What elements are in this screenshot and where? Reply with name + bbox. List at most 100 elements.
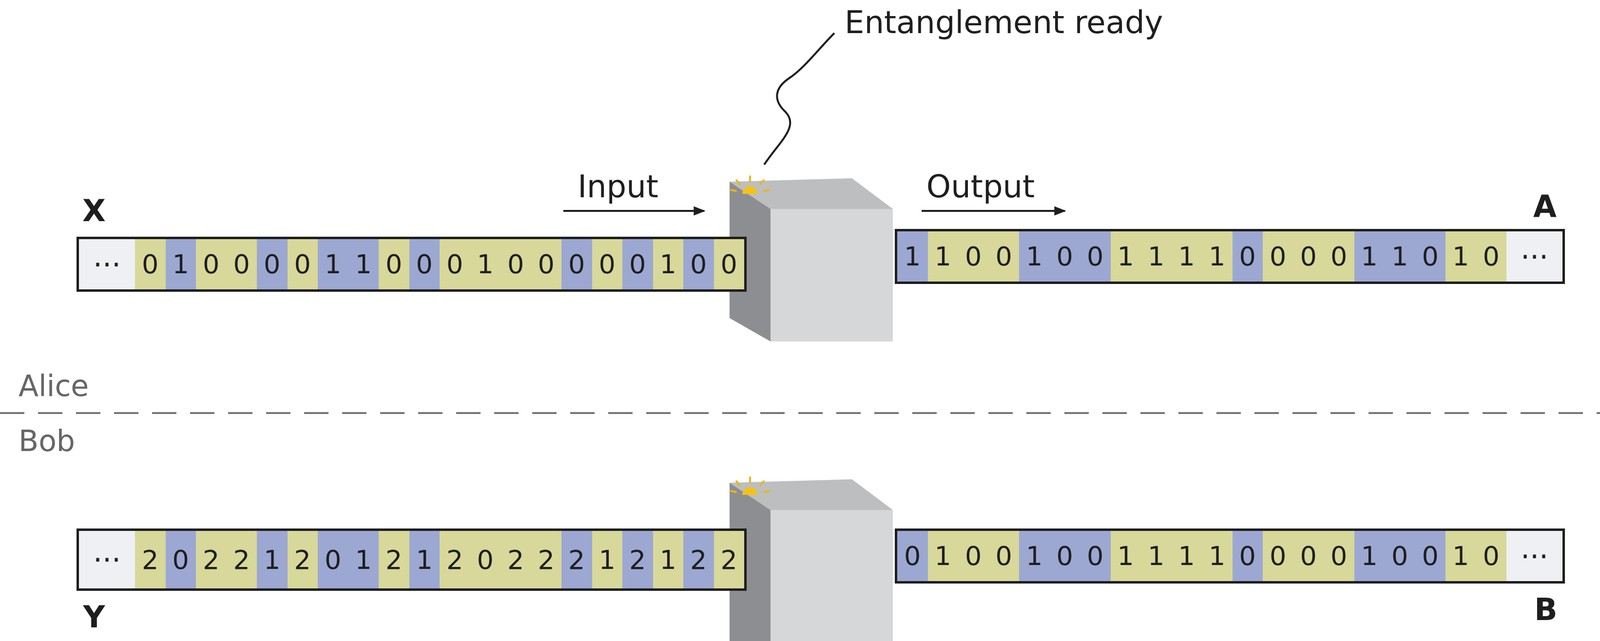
symbol-cell: 2 — [287, 531, 319, 589]
symbol-cell: 2 — [561, 531, 593, 589]
symbol-cell: 0 — [1232, 531, 1264, 582]
symbol-cell: 0 — [470, 531, 502, 589]
flow-label: Input — [577, 169, 659, 204]
symbol-cell: 0 — [988, 231, 1020, 282]
symbol-cell: 0 — [134, 239, 166, 290]
leader-line — [764, 33, 835, 165]
symbol-cell: 0 — [1262, 231, 1294, 282]
tape-name: X — [82, 194, 106, 228]
symbol-cell: 0 — [713, 239, 745, 290]
symbol-cell: 1 — [1354, 531, 1386, 582]
symbol-cell: 0 — [1293, 531, 1325, 582]
symbol-cell: 1 — [1445, 531, 1477, 582]
output-arrow — [921, 210, 1065, 213]
party-label: Alice — [18, 369, 89, 403]
symbol-cell: 0 — [1049, 231, 1081, 282]
symbol-cell: 0 — [195, 239, 227, 290]
symbol-cell: 1 — [1445, 231, 1477, 282]
symbol-cell: 0 — [409, 239, 441, 290]
symbol-cell: 0 — [988, 531, 1020, 582]
tape-name: Y — [83, 600, 106, 635]
symbol-cell: 1 — [897, 231, 928, 282]
symbol-cell: 0 — [1384, 531, 1416, 582]
symbol-cell: 1 — [348, 239, 380, 290]
symbol-cell: 2 — [713, 531, 745, 589]
symbol-cell: 1 — [1201, 231, 1233, 282]
symbol-cell: 0 — [897, 531, 928, 582]
symbol-cell: 1 — [256, 531, 288, 589]
symbol-cell: 0 — [500, 239, 532, 290]
symbol-cell: 0 — [592, 239, 623, 290]
input-arrow — [563, 210, 705, 213]
symbol-cell: 2 — [622, 531, 654, 589]
symbol-cell: 1 — [1019, 531, 1050, 582]
symbol-cell: 0 — [531, 239, 562, 290]
symbol-cell: 1 — [348, 531, 380, 589]
symbol-cell: 1 — [1201, 531, 1233, 582]
symbol-cell: 0 — [256, 239, 288, 290]
divider-line — [0, 412, 1600, 415]
flow-label: Output — [926, 169, 1035, 204]
symbol-cell: 1 — [1171, 231, 1203, 282]
symbol-cell: 0 — [1476, 231, 1507, 282]
callout-label: Entanglement ready — [844, 5, 1163, 40]
ready-light — [731, 176, 770, 194]
symbol-cell: 1 — [1354, 231, 1386, 282]
symbol-cell: 0 — [561, 239, 593, 290]
symbol-cell: 0 — [1049, 531, 1081, 582]
symbol-cell: 2 — [531, 531, 562, 589]
symbol-cell: 0 — [1232, 231, 1264, 282]
symbol-cell: 1 — [592, 531, 623, 589]
symbol-cell: 2 — [683, 531, 714, 589]
ellipsis: ··· — [78, 531, 135, 589]
symbol-cell: 2 — [500, 531, 532, 589]
tape-name: B — [1534, 593, 1558, 627]
symbol-cell: 0 — [1476, 531, 1507, 582]
symbol-cell: 0 — [1079, 231, 1111, 282]
symbol-cell: 0 — [378, 239, 410, 290]
symbol-cell: 0 — [1323, 531, 1355, 582]
symbol-cell: 1 — [1140, 531, 1172, 582]
symbol-cell: 1 — [1110, 231, 1142, 282]
symbol-cell: 0 — [226, 239, 258, 290]
symbol-cell: 1 — [165, 239, 197, 290]
symbol-cell: 2 — [134, 531, 166, 589]
symbol-cell: 1 — [653, 531, 684, 589]
symbol-cell: 0 — [439, 239, 471, 290]
symbol-cell: 1 — [653, 239, 684, 290]
party-label: Bob — [18, 424, 76, 458]
entanglement-box — [729, 479, 893, 641]
symbol-cell: 1 — [317, 239, 349, 290]
symbol-cell: 2 — [439, 531, 471, 589]
symbol-tape: 01001001111000010010··· — [894, 528, 1565, 584]
symbol-cell: 0 — [958, 231, 989, 282]
symbol-cell: 1 — [927, 531, 959, 582]
symbol-cell: 1 — [1384, 231, 1416, 282]
symbol-cell: 1 — [1019, 231, 1050, 282]
symbol-tape: ···01000011000100000100 — [76, 236, 747, 292]
symbol-cell: 0 — [622, 239, 654, 290]
symbol-cell: 0 — [317, 531, 349, 589]
symbol-cell: 0 — [1415, 531, 1446, 582]
symbol-cell: 0 — [1293, 231, 1325, 282]
ellipsis: ··· — [1506, 231, 1563, 282]
symbol-cell: 1 — [1110, 531, 1142, 582]
symbol-cell: 0 — [683, 239, 714, 290]
ready-light — [731, 477, 770, 496]
tape-name: A — [1533, 190, 1557, 224]
symbol-cell: 0 — [1079, 531, 1111, 582]
ellipsis: ··· — [78, 239, 135, 290]
symbol-cell: 1 — [409, 531, 441, 589]
symbol-tape: ···20221201212022212122 — [76, 528, 747, 592]
symbol-cell: 2 — [226, 531, 258, 589]
symbol-cell: 2 — [378, 531, 410, 589]
ellipsis: ··· — [1506, 531, 1563, 582]
symbol-tape: 11001001111000011010··· — [894, 229, 1565, 285]
symbol-cell: 1 — [470, 239, 502, 290]
symbol-cell: 1 — [927, 231, 959, 282]
symbol-cell: 0 — [287, 239, 319, 290]
symbol-cell: 2 — [195, 531, 227, 589]
symbol-cell: 0 — [1323, 231, 1355, 282]
entanglement-box — [729, 178, 893, 342]
symbol-cell: 0 — [958, 531, 989, 582]
